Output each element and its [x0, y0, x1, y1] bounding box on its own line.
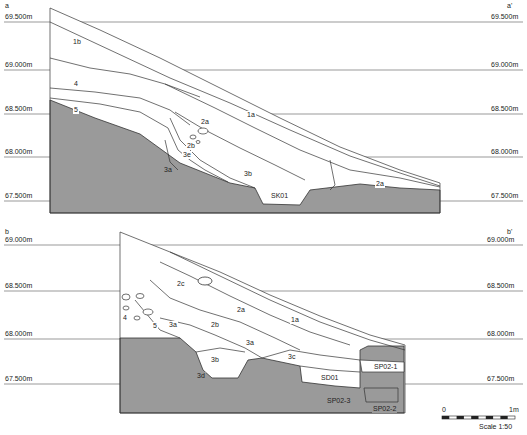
elevation-label: 69.500m: [4, 13, 33, 21]
scale-text: 0: [441, 406, 447, 414]
elevation-label: 68.500m: [486, 282, 515, 290]
section-label: a': [506, 2, 513, 10]
layer-number: 4: [73, 80, 79, 88]
layer-number: 3b: [243, 170, 253, 178]
layer-number: 2a: [200, 118, 210, 126]
elevation-label: 67.500m: [490, 192, 519, 200]
layer-number: 3a: [245, 339, 255, 347]
elevation-label: 68.500m: [4, 282, 33, 290]
elevation-label: 68.000m: [490, 148, 519, 156]
layer-number: 2a: [375, 180, 385, 188]
layer-number: 3b: [210, 356, 220, 364]
layer-number: 3e: [182, 151, 192, 159]
feature-id: SP02-2: [372, 405, 397, 413]
section-label: a: [4, 2, 10, 10]
section-a: [50, 8, 440, 213]
elevation-label: 67.500m: [4, 375, 33, 383]
layer-number: 5: [73, 106, 79, 114]
layer-number: 3a: [163, 166, 173, 174]
feature-id: SP02-1: [373, 363, 398, 371]
elevation-label: 69.000m: [4, 61, 33, 69]
feature-id: SP02-3: [326, 397, 351, 405]
layer-number: 2c: [176, 280, 185, 288]
feature-id: SD01: [320, 374, 340, 382]
layer-number: 1a: [246, 111, 256, 119]
section-label: b: [4, 228, 10, 236]
layer-number: 2b: [186, 142, 196, 150]
elevation-label: 67.500m: [4, 192, 33, 200]
elevation-label: 69.500m: [490, 13, 519, 21]
elevation-label: 68.500m: [490, 105, 519, 113]
section-label: b': [506, 228, 513, 236]
layer-number: 2a: [236, 306, 246, 314]
scale-text: Scale 1:50: [478, 423, 513, 431]
scale-text: 1m: [508, 406, 520, 414]
layer-number: 1a: [290, 316, 300, 324]
layer-number: 2b: [210, 321, 220, 329]
feature-id: SK01: [270, 192, 289, 200]
layer-number: 3a: [168, 321, 178, 329]
elevation-label: 69.000m: [486, 236, 515, 244]
layer-number: 1b: [72, 38, 82, 46]
elevation-label: 68.000m: [4, 148, 33, 156]
elevation-label: 68.000m: [4, 330, 33, 338]
layer-number: 5: [152, 322, 158, 330]
elevation-label: 69.000m: [490, 61, 519, 69]
layer-number: 3d: [196, 372, 206, 380]
layer-number: 3c: [287, 353, 296, 361]
elevation-label: 68.000m: [486, 330, 515, 338]
elevation-label: 69.000m: [4, 236, 33, 244]
section-b: [120, 232, 405, 413]
elevation-label: 68.500m: [4, 105, 33, 113]
scale-bar: [442, 416, 515, 419]
layer-number: 4: [122, 314, 128, 322]
elevation-label: 67.500m: [486, 375, 515, 383]
